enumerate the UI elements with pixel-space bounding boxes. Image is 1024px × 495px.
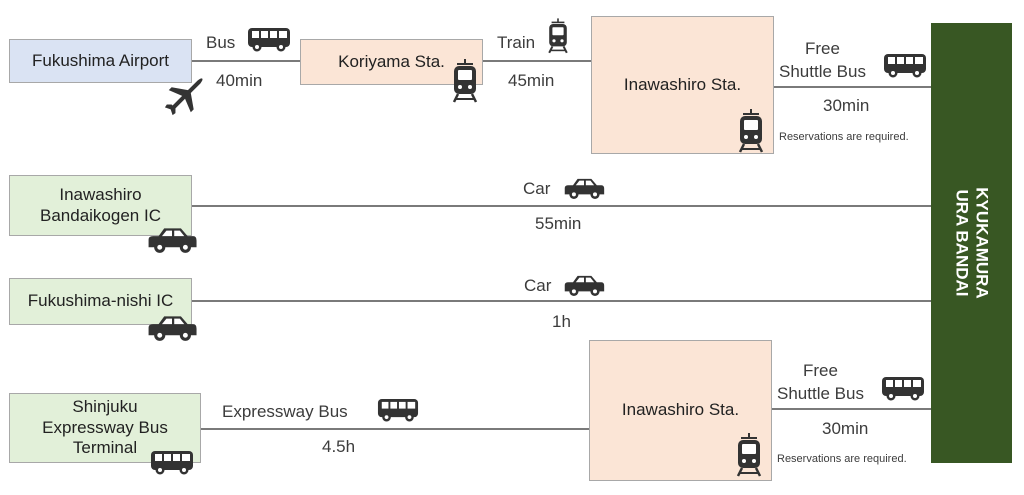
destination-kyukamura-ura-bandai: KYUKAMURA URA BANDAI — [931, 23, 1012, 463]
time-label: 4.5h — [322, 437, 356, 456]
reservation-note: Reservations are required. — [779, 131, 909, 143]
airplane-icon — [163, 71, 209, 117]
station-label: Koriyama Sta. — [338, 51, 445, 71]
route-line-airport-koriyama — [191, 60, 301, 62]
route-line-inawashiro-destination — [773, 86, 931, 88]
train-icon — [546, 17, 570, 55]
bus-icon — [150, 450, 194, 476]
origin-fukushima-nishi-ic: Fukushima-nishi IC — [9, 278, 192, 325]
time-label: 40min — [216, 71, 263, 90]
train-icon — [450, 56, 480, 106]
bus-icon — [377, 398, 419, 423]
origin-label: Shinjuku Expressway Bus Terminal — [42, 397, 168, 458]
route-line-shinjuku-inawashiro — [200, 428, 590, 430]
mode-label: Bus — [206, 33, 236, 52]
car-icon — [145, 313, 199, 342]
mode-label: Car — [523, 179, 551, 198]
route-line-inawashiro-destination — [771, 408, 931, 410]
route-line-bandaikogen-destination — [191, 205, 931, 207]
mode-label: Free Shuttle Bus — [777, 361, 864, 403]
time-label: 55min — [535, 214, 582, 233]
time-label: 30min — [822, 419, 869, 438]
station-label: Inawashiro Sta. — [621, 400, 740, 420]
origin-label: Fukushima-nishi IC — [27, 291, 174, 311]
mode-label: Train — [497, 33, 536, 52]
station-koriyama: Koriyama Sta. — [300, 39, 483, 85]
bus-icon — [883, 53, 927, 79]
car-icon — [562, 176, 606, 200]
mode-label: Free Shuttle Bus — [779, 39, 866, 81]
mode-label: Expressway Bus — [222, 402, 348, 421]
mode-label: Car — [524, 276, 552, 295]
route-line-koriyama-inawashiro — [482, 60, 592, 62]
train-icon — [736, 106, 766, 156]
car-icon — [145, 225, 199, 254]
bus-icon — [881, 376, 925, 402]
reservation-note: Reservations are required. — [777, 453, 907, 465]
origin-fukushima-airport: Fukushima Airport — [9, 39, 192, 83]
route-line-nishi-destination — [191, 300, 931, 302]
car-icon — [562, 273, 606, 297]
bus-icon — [247, 27, 291, 53]
time-label: 30min — [823, 96, 870, 115]
train-icon — [734, 430, 764, 480]
origin-label: Fukushima Airport — [32, 50, 169, 70]
origin-inawashiro-bandaikogen-ic: Inawashiro Bandaikogen IC — [9, 175, 192, 236]
station-label: Inawashiro Sta. — [623, 74, 742, 94]
time-label: 1h — [552, 312, 571, 331]
destination-label: KYUKAMURA URA BANDAI — [952, 187, 992, 299]
origin-label: Inawashiro Bandaikogen IC — [40, 185, 161, 225]
time-label: 45min — [508, 71, 555, 90]
